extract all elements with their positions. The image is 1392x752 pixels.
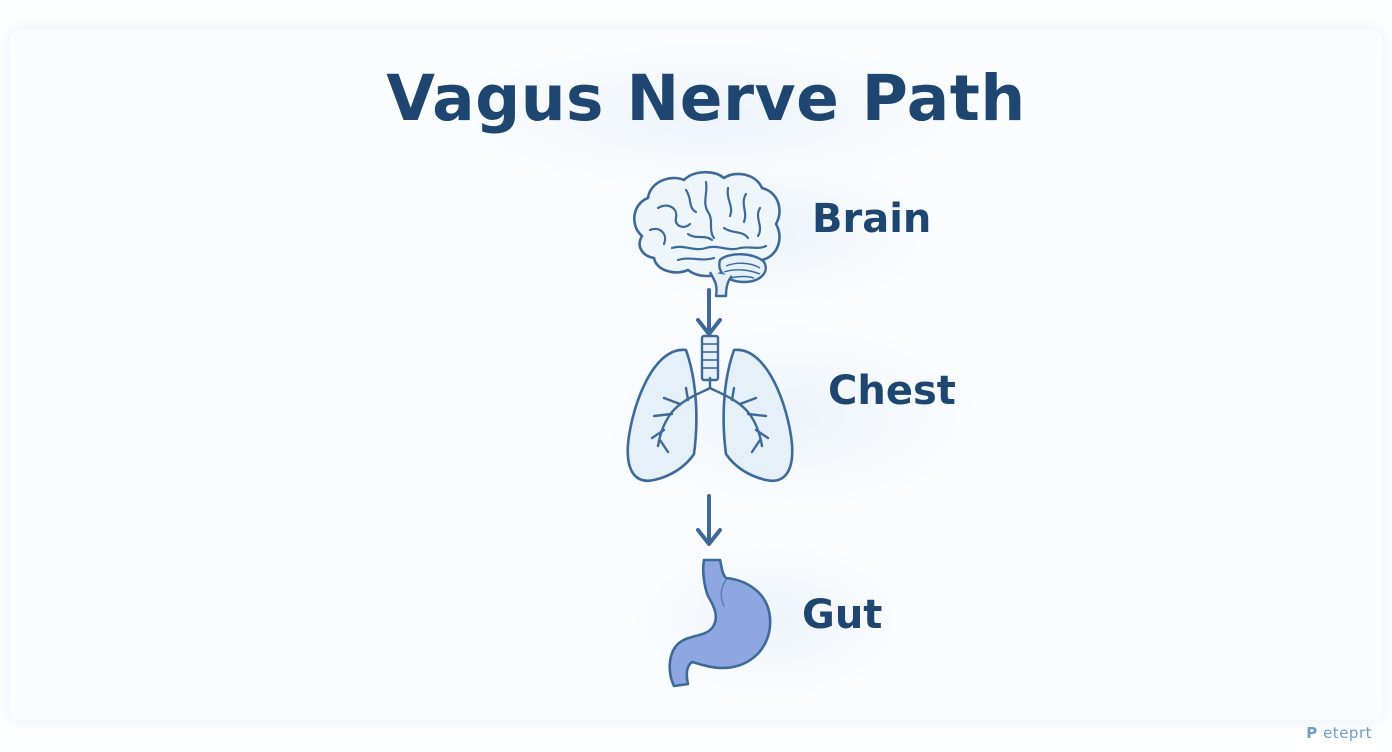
watermark-logo-icon: P [1306, 724, 1318, 742]
lungs-icon [626, 334, 794, 483]
watermark-text: eteprt [1323, 724, 1372, 742]
arrow-down-icon [696, 288, 722, 336]
node-label-brain: Brain [812, 196, 932, 242]
arrow-down-icon [696, 494, 722, 546]
node-label-chest: Chest [828, 368, 956, 414]
brain-icon [633, 170, 781, 298]
node-label-gut: Gut [802, 592, 883, 638]
stomach-icon [668, 558, 772, 688]
watermark: P eteprt [1306, 724, 1372, 742]
diagram-title: Vagus Nerve Path [386, 62, 1026, 135]
